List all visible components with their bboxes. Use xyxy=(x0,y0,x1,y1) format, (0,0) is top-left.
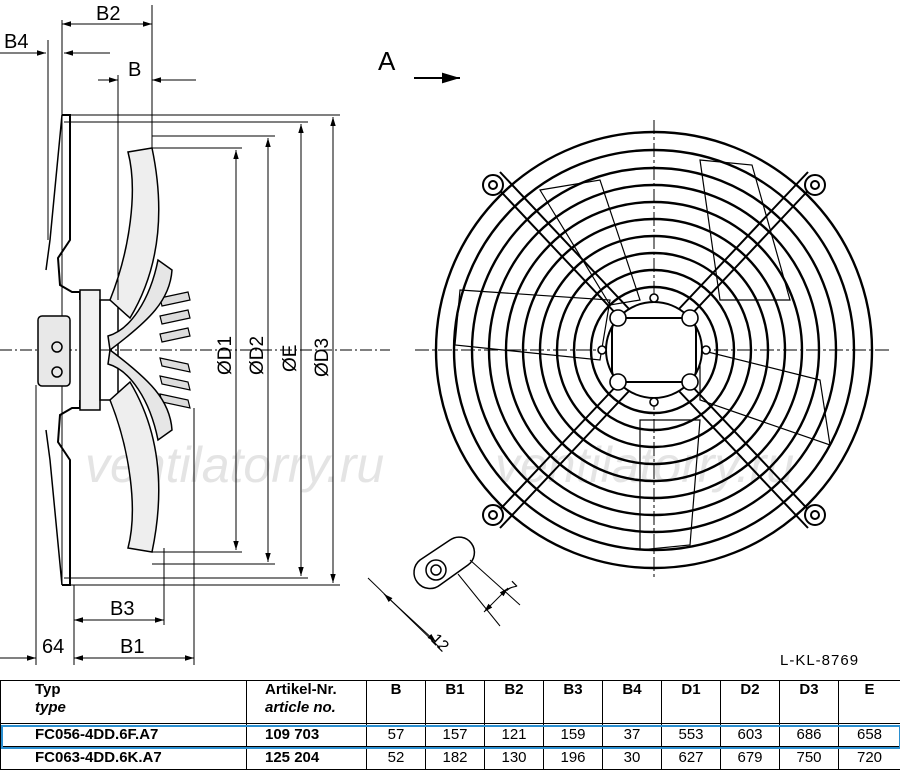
spec-table: Typ type Artikel-Nr. article no. B B1 B2… xyxy=(0,680,900,770)
row-value: 37 xyxy=(602,723,662,747)
dim-offset-label: 64 xyxy=(42,636,64,658)
row-value: 720 xyxy=(838,746,900,770)
row-value: 182 xyxy=(425,746,485,770)
row-value: 121 xyxy=(484,723,544,747)
dim-b-label: B xyxy=(128,59,141,81)
front-view xyxy=(415,120,890,580)
row-value: 686 xyxy=(779,723,839,747)
dim-d2-label: ØD2 xyxy=(247,336,268,375)
row-type: FC056-4DD.6F.A7 xyxy=(0,723,247,747)
row-type: FC063-4DD.6K.A7 xyxy=(0,746,247,770)
slot-length-label: 12 xyxy=(427,631,452,656)
header-d2: D2 xyxy=(720,680,780,724)
row-value: 679 xyxy=(720,746,780,770)
header-b2: B2 xyxy=(484,680,544,724)
slot-detail xyxy=(367,536,521,649)
header-e: E xyxy=(838,680,900,724)
dim-e-label: ØE xyxy=(280,345,301,372)
dim-b1-label: B1 xyxy=(120,636,144,658)
header-article: Artikel-Nr. article no. xyxy=(246,680,367,724)
dim-b4-label: B4 xyxy=(4,31,28,53)
row-value: 553 xyxy=(661,723,721,747)
header-b1: B1 xyxy=(425,680,485,724)
view-label: A xyxy=(378,46,396,76)
table-header-row: Typ type Artikel-Nr. article no. B B1 B2… xyxy=(0,680,900,724)
dim-d3-label: ØD3 xyxy=(312,338,333,377)
row-value: 130 xyxy=(484,746,544,770)
row-value: 658 xyxy=(838,723,900,747)
row-value: 57 xyxy=(366,723,426,747)
table-row[interactable]: FC063-4DD.6K.A7 125 204 52 182 130 196 3… xyxy=(0,746,900,770)
header-type: Typ type xyxy=(0,680,247,724)
row-value: 750 xyxy=(779,746,839,770)
header-d1: D1 xyxy=(661,680,721,724)
side-view xyxy=(0,5,390,665)
dim-b3-label: B3 xyxy=(110,598,134,620)
header-d3: D3 xyxy=(779,680,839,724)
view-arrow: A xyxy=(378,46,460,84)
row-value: 157 xyxy=(425,723,485,747)
slot-width-label: 7 xyxy=(501,579,519,597)
dim-d1-label: ØD1 xyxy=(215,336,236,375)
row-value: 603 xyxy=(720,723,780,747)
drawing-reference: L-KL-8769 xyxy=(780,652,860,669)
row-value: 196 xyxy=(543,746,603,770)
row-value: 30 xyxy=(602,746,662,770)
header-b4: B4 xyxy=(602,680,662,724)
table-row[interactable]: FC056-4DD.6F.A7 109 703 57 157 121 159 3… xyxy=(0,723,900,747)
row-article: 109 703 xyxy=(246,723,367,747)
header-b: B xyxy=(366,680,426,724)
row-article: 125 204 xyxy=(246,746,367,770)
row-value: 159 xyxy=(543,723,603,747)
dim-b2-label: B2 xyxy=(96,3,120,25)
technical-drawing: ventilatorry.ru ventilatorry.ru xyxy=(0,3,890,665)
row-value: 627 xyxy=(661,746,721,770)
row-value: 52 xyxy=(366,746,426,770)
header-b3: B3 xyxy=(543,680,603,724)
side-dimensions xyxy=(0,21,336,661)
